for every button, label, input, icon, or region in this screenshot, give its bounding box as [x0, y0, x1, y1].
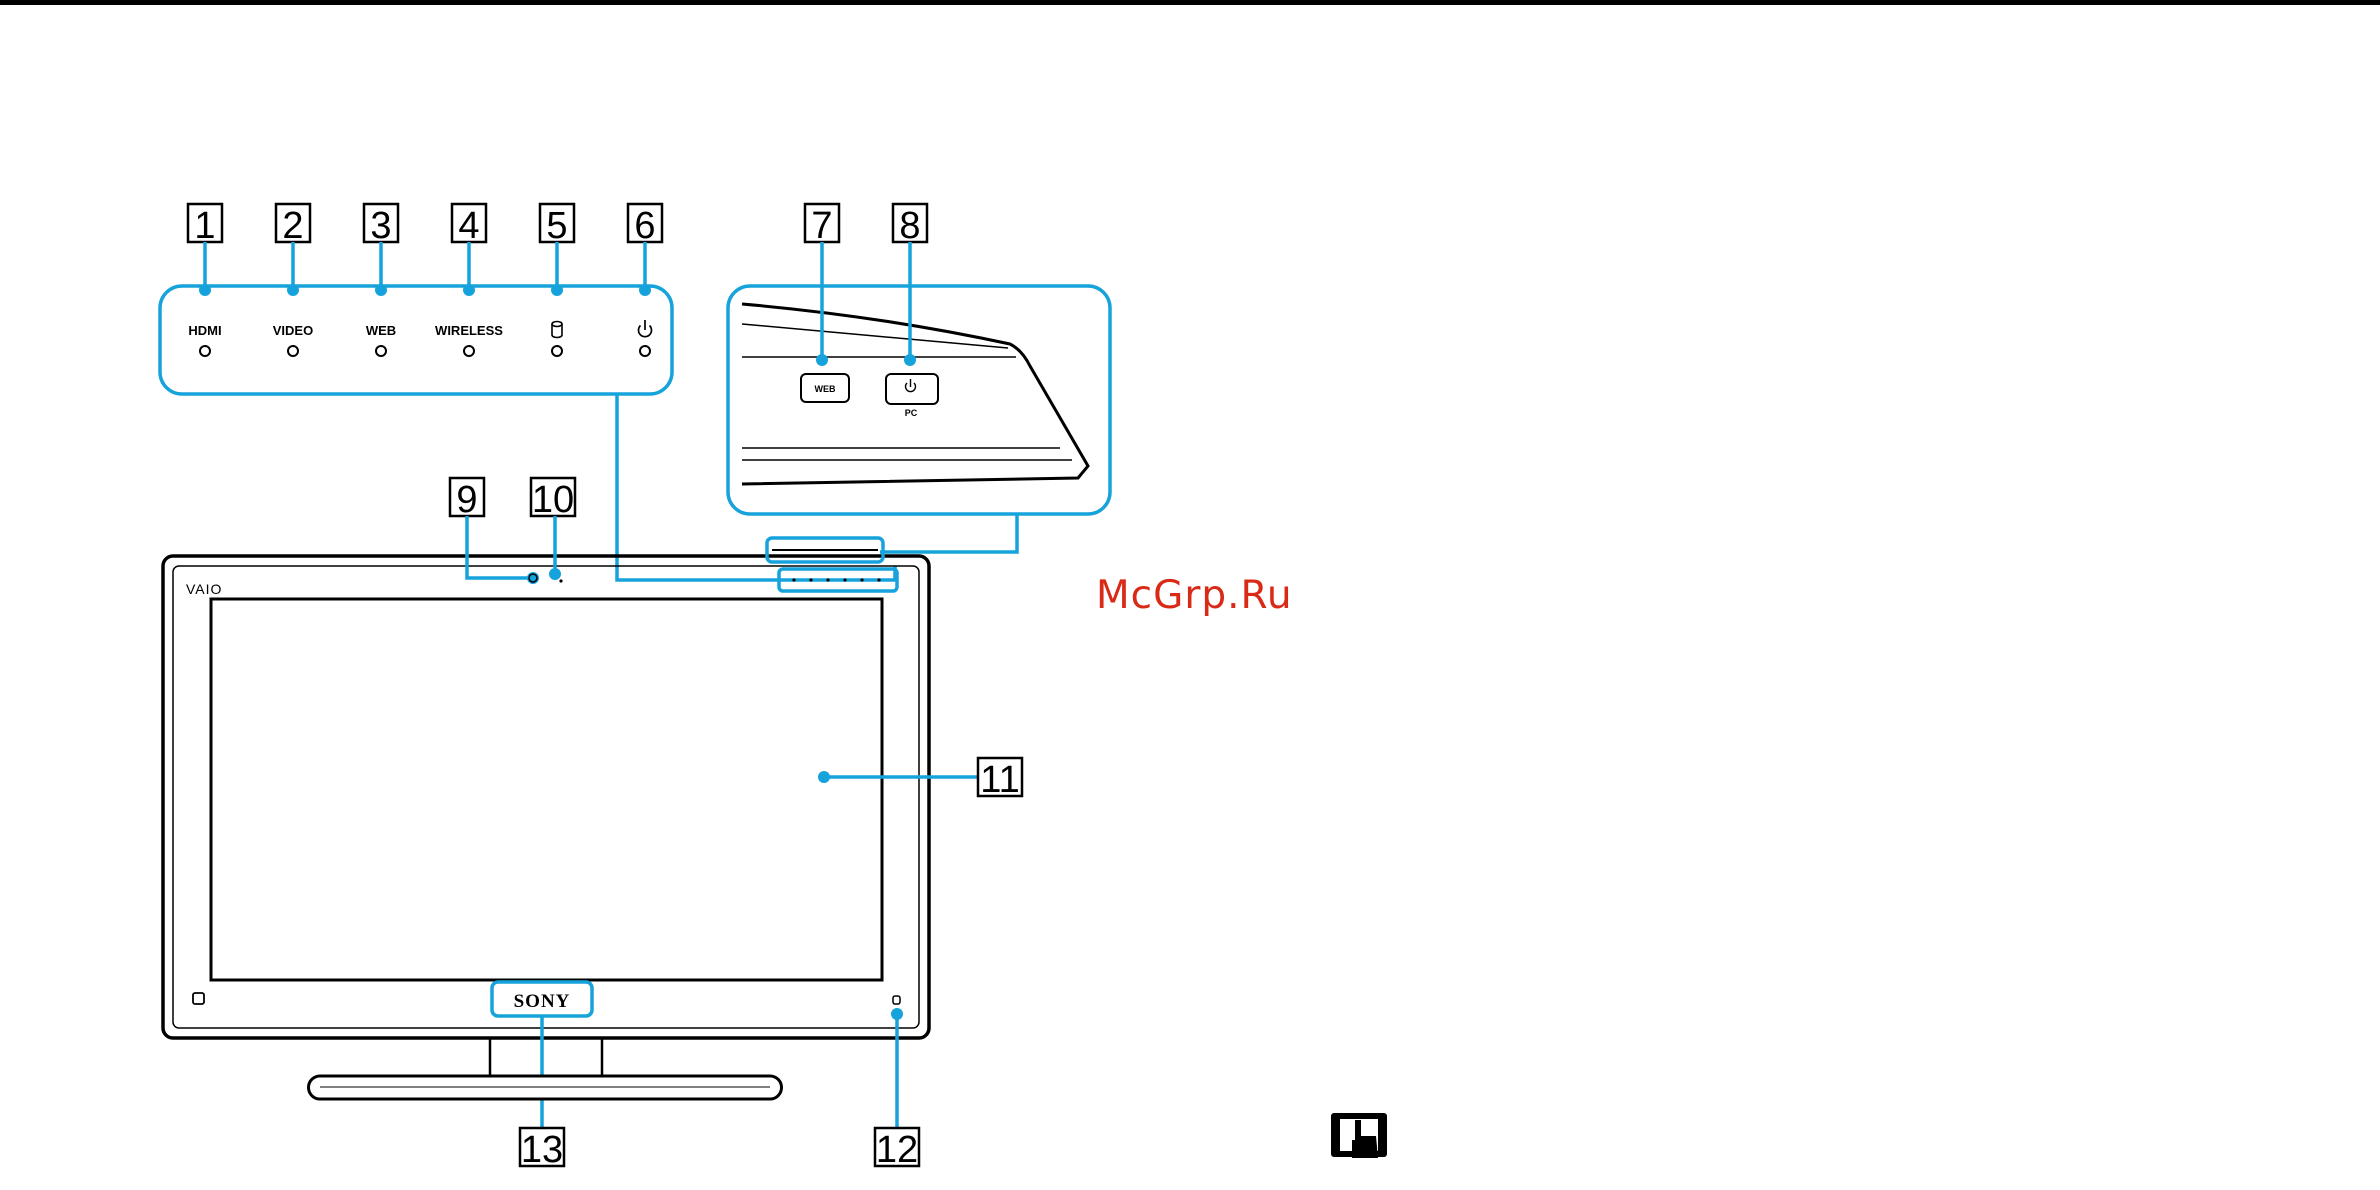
svg-text:7: 7: [811, 205, 832, 247]
power-icon: [639, 320, 652, 337]
callout-4: 4: [452, 204, 486, 290]
svg-text:4: 4: [458, 205, 479, 247]
callout-6: 6: [628, 204, 662, 290]
svg-text:13: 13: [521, 1129, 563, 1171]
svg-text:WEB: WEB: [815, 384, 836, 394]
svg-text:6: 6: [634, 205, 655, 247]
svg-text:8: 8: [899, 205, 920, 247]
hand-pointer-icon: [1331, 1113, 1387, 1158]
callout-1: 1: [188, 204, 222, 290]
callout-9: 9: [450, 478, 532, 578]
video-indicator-label: VIDEO: [273, 323, 313, 338]
svg-text:12: 12: [876, 1129, 918, 1171]
svg-text:11: 11: [980, 759, 1019, 801]
built-in-microphone: [559, 579, 562, 582]
sony-logo: SONY: [514, 991, 571, 1012]
watermark-text: McGrp.Ru: [1096, 573, 1293, 618]
hard-drive-icon: [552, 322, 562, 338]
hdmi-indicator-label: HDMI: [188, 323, 221, 338]
indicator-panel: [160, 286, 672, 394]
callout-10: 10: [531, 478, 575, 580]
web-indicator-label: WEB: [366, 323, 396, 338]
callout-2: 2: [276, 204, 310, 290]
indicator-panel-leader: [617, 394, 895, 580]
side-buttons-panel-leader: [880, 514, 1017, 552]
web-button[interactable]: WEB: [801, 374, 849, 402]
svg-text:9: 9: [456, 479, 477, 521]
indicator-leds: [200, 346, 650, 356]
pc-label: PC: [905, 408, 918, 418]
remote-sensor: [193, 993, 204, 1004]
callout-12: 12: [875, 1008, 919, 1171]
wireless-indicator-label: WIRELESS: [435, 323, 503, 338]
svg-text:10: 10: [532, 479, 574, 521]
svg-text:1: 1: [194, 205, 215, 247]
callout-3: 3: [364, 204, 398, 290]
svg-text:5: 5: [546, 205, 567, 247]
svg-text:2: 2: [282, 205, 303, 247]
pc-power-button[interactable]: PC: [886, 374, 938, 418]
svg-text:3: 3: [370, 205, 391, 247]
light-sensor: [893, 996, 900, 1004]
vaio-logo: VAIO: [186, 581, 222, 597]
monitor-screen: [211, 599, 882, 980]
callout-5: 5: [540, 204, 574, 290]
monitor-stand: [309, 1038, 782, 1099]
